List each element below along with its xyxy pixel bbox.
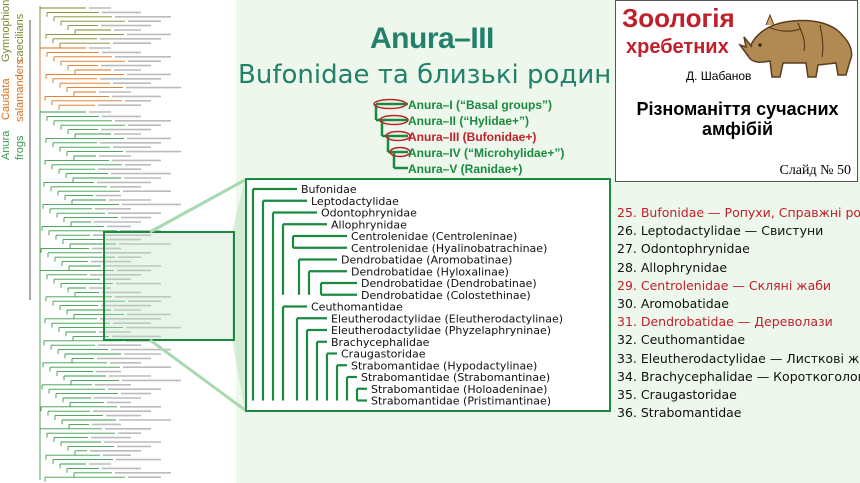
family-list-item: 33. Eleutherodactylidae — Листкові жаби [617, 350, 860, 366]
cladogram-leaf-label: Strabomantidae (Holoadeninae) [371, 383, 547, 396]
family-list-item: 25. Bufonidae — Ропухи, Справжні ропухи [617, 205, 860, 220]
cladogram-leaf-label: Eleutherodactylidae (Phyzelaphryninae) [331, 324, 551, 337]
cladogram-leaf-label: Centrolenidae (Centroleninae) [351, 230, 517, 243]
family-list-item: 26. Leptodactylidae — Свистуни [617, 223, 824, 239]
lecture-subtitle: Різноманіття сучасних амфібій [636, 99, 839, 139]
subgroup-anura-ii: Anura–II (“Hylidae+”) [408, 114, 530, 128]
cladogram-leaf-label: Eleutherodactylidae (Eleutherodactylinae… [331, 312, 563, 325]
family-list-item: 29. Centrolenidae — Скляні жаби [617, 277, 832, 293]
overview-clade-0 [39, 6, 171, 48]
cladogram-leaf-label: Strabomantidae (Strabomantinae) [361, 371, 550, 384]
family-list-item: 35. Craugastoridae [617, 387, 737, 403]
cladogram-leaf-label: Dendrobatidae (Hyloxalinae) [351, 265, 509, 278]
subgroup-tree-lines [373, 98, 411, 170]
subgroup-anura-iii: Anura–III (Bufonidae+) [408, 130, 537, 144]
slide-subtitle: Bufonidae та близькі родини [238, 60, 613, 90]
cladogram-leaf-label: Strabomantidae (Pristimantinae) [371, 395, 551, 408]
cladogram-leaf-label: Brachycephalidae [331, 336, 430, 349]
family-list-item: 32. Ceuthomantidae [617, 332, 746, 348]
cladogram-leaf-label: Leptodactylidae [311, 195, 399, 208]
group-caudata-common: salamanders [14, 59, 26, 122]
cladogram-leaf-label: Bufonidae [301, 183, 357, 196]
cladogram-leaf-label: Dendrobatidae (Dendrobatinae) [361, 277, 537, 290]
family-list: 25. Bufonidae — Ропухи, Справжні ропухи 2… [617, 204, 860, 422]
group-gymnophiona-label: Gymnophiona [0, 0, 12, 62]
cladogram-leaf-label: Odontophrynidae [321, 207, 417, 220]
family-list-item: 36. Strabomantidae [617, 405, 742, 421]
family-list-item: 31. Dendrobatidae — Дереволази [617, 314, 833, 330]
cladogram-leaf-label: Ceuthomantidae [311, 301, 403, 314]
anura-subgroups: Anura–I (“Basal groups”) Anura–II (“Hyli… [372, 98, 572, 178]
cladogram-leaf-label: Dendrobatidae (Colostethinae) [361, 289, 531, 302]
slide-title: Anura–III [370, 22, 494, 55]
rhinoceros-image [738, 13, 853, 78]
cladogram-leaf-label: Centrolenidae (Hyalinobatrachinae) [351, 242, 547, 255]
family-list-item: 27. Odontophrynidae [617, 241, 750, 257]
course-title-line2: хребетних [626, 36, 729, 58]
cladogram-leaf-label: Allophrynidae [331, 218, 407, 231]
family-list-item: 28. Allophrynidae [617, 259, 728, 275]
author-name: Д. Шабанов [686, 69, 752, 83]
group-anura-label: Anura [0, 130, 12, 160]
group-anura-common: frogs [14, 135, 26, 160]
cladogram-leaf-label: Strabomantidae (Hypodactylinae) [351, 359, 537, 372]
subgroup-anura-iv: Anura–IV (“Microhylidae+”) [408, 146, 565, 160]
course-title-card: Зоологія хребетних Д. Шабанов Різноманіт… [615, 0, 858, 182]
subgroup-anura-i: Anura–I (“Basal groups”) [408, 98, 553, 112]
group-caudata-label: Caudata [0, 78, 12, 120]
overview-clade-2 [39, 110, 181, 482]
cladogram-leaf-label: Dendrobatidae (Aromobatinae) [341, 254, 512, 267]
cladogram-leaf-label: Craugastoridae [341, 348, 426, 361]
slide-number: Слайд № 50 [779, 163, 851, 178]
subgroup-anura-v: Anura–V (Ranidae+) [408, 162, 523, 176]
cladogram-svg: BufonidaeLeptodactylidaeOdontophrynidaeA… [251, 183, 563, 408]
group-gymnophiona-common: caecilians [14, 13, 26, 62]
overview-clade-1 [39, 46, 181, 110]
full-phylogeny-tree [29, 6, 181, 482]
course-title: Зоологія [622, 3, 735, 33]
family-list-item: 34. Brachycephalidae — Короткоголови [617, 368, 860, 384]
family-list-item: 30. Aromobatidae [617, 296, 729, 312]
